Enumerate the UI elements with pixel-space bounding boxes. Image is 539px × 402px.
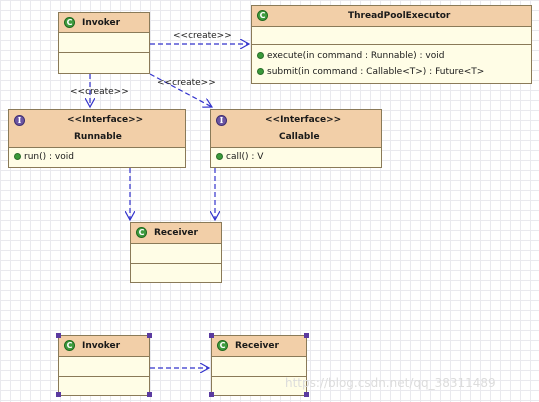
class-icon: C xyxy=(136,227,147,238)
runnable-interface[interactable]: I <<Interface>> Runnable run() : void xyxy=(8,109,186,168)
operation-call: call() : V xyxy=(216,152,263,162)
attributes-section xyxy=(59,357,149,377)
create-arrow-invoker-to-callable xyxy=(149,73,212,107)
class-icon: C xyxy=(64,340,75,351)
selection-handle[interactable] xyxy=(147,392,152,397)
selection-handle[interactable] xyxy=(147,333,152,338)
operation-submit: submit(in command : Callable<T>) : Futur… xyxy=(257,67,484,77)
stereotype-label: <<Interface>> xyxy=(265,115,342,125)
thread-pool-executor-class[interactable]: C ThreadPoolExecutor execute(in command … xyxy=(251,5,532,84)
interface-name: Callable xyxy=(279,132,320,142)
selection-handle[interactable] xyxy=(56,392,61,397)
operation-execute: execute(in command : Runnable) : void xyxy=(257,51,444,61)
operation-run: run() : void xyxy=(14,152,74,162)
operations-section xyxy=(59,53,149,73)
watermark: https://blog.csdn.net/qq_38311489 xyxy=(285,376,496,390)
class-name: Receiver xyxy=(235,341,279,351)
operations-section xyxy=(131,264,221,282)
callable-interface[interactable]: I <<Interface>> Callable call() : V xyxy=(210,109,382,168)
public-operation-icon xyxy=(257,52,264,59)
create-label-executor: <<create>> xyxy=(173,31,232,41)
attributes-section xyxy=(131,244,221,264)
selection-handle[interactable] xyxy=(209,392,214,397)
receiver-class-bottom[interactable]: C Receiver xyxy=(211,335,307,396)
receiver-class-mid[interactable]: C Receiver xyxy=(130,222,222,283)
interface-icon: I xyxy=(14,115,25,126)
attributes-section xyxy=(212,357,306,377)
class-icon: C xyxy=(217,340,228,351)
interface-icon: I xyxy=(216,115,227,126)
invoker-class-top[interactable]: C Invoker xyxy=(58,12,150,74)
public-operation-icon xyxy=(257,68,264,75)
create-label-callable: <<create>> xyxy=(157,78,216,88)
stereotype-label: <<Interface>> xyxy=(67,115,144,125)
public-operation-icon xyxy=(14,153,21,160)
public-operation-icon xyxy=(216,153,223,160)
operations-section: run() : void xyxy=(9,148,185,167)
class-icon: C xyxy=(64,17,75,28)
class-name: Receiver xyxy=(154,228,198,238)
class-name: ThreadPoolExecutor xyxy=(348,11,451,21)
operations-section: call() : V xyxy=(211,148,381,167)
class-name: Invoker xyxy=(82,341,121,351)
class-icon: C xyxy=(257,10,268,21)
selection-handle[interactable] xyxy=(304,333,309,338)
operations-section xyxy=(59,377,149,395)
selection-handle[interactable] xyxy=(304,392,309,397)
attributes-section xyxy=(59,33,149,53)
operations-section: execute(in command : Runnable) : void su… xyxy=(252,45,531,83)
selection-handle[interactable] xyxy=(209,333,214,338)
selection-handle[interactable] xyxy=(56,333,61,338)
invoker-class-bottom[interactable]: C Invoker xyxy=(58,335,150,396)
attributes-section xyxy=(252,27,531,45)
interface-name: Runnable xyxy=(74,132,122,142)
create-label-runnable: <<create>> xyxy=(70,87,129,97)
class-name: Invoker xyxy=(82,18,121,28)
